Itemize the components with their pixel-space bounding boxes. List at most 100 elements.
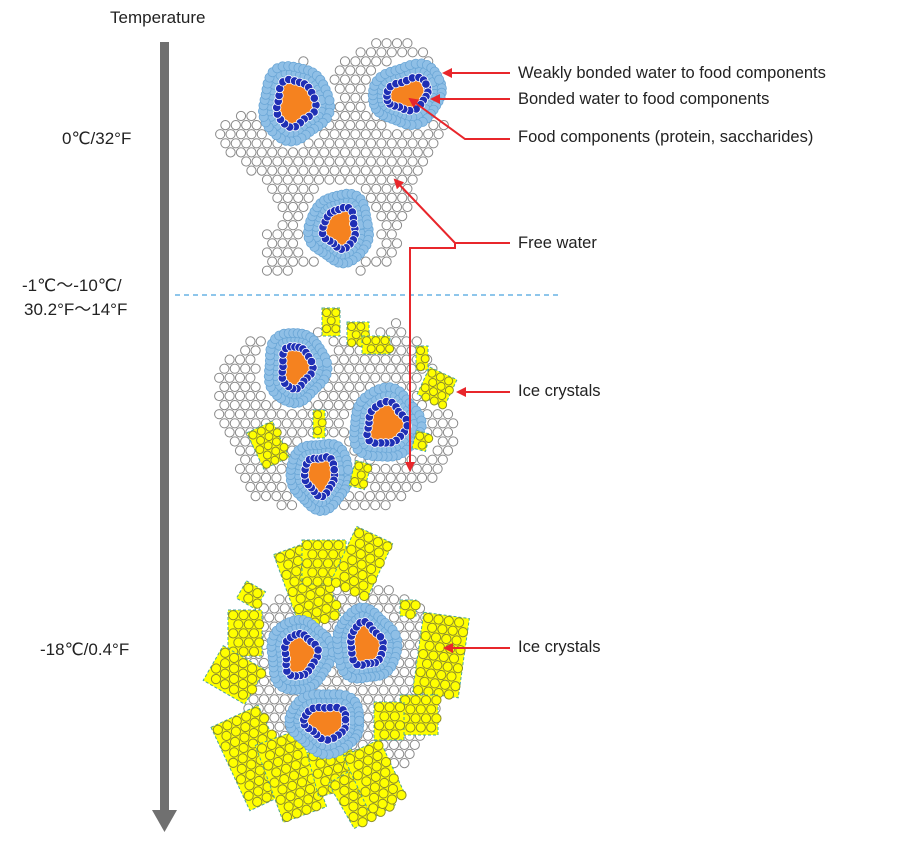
free-water-molecule: [276, 481, 287, 493]
ice-crystal-molecule: [426, 622, 438, 633]
ice-crystal-molecule: [228, 663, 240, 674]
ice-crystal-molecule: [263, 441, 273, 451]
ice-crystal-molecule: [287, 780, 298, 791]
ice-crystal-molecule: [272, 428, 282, 438]
free-water-molecule: [345, 174, 356, 185]
free-water-molecule: [339, 165, 351, 176]
free-water-molecule: [308, 183, 319, 194]
free-water-molecule: [293, 211, 304, 222]
free-water-molecule: [251, 156, 262, 167]
free-water-molecule: [240, 363, 251, 374]
bonded-water-molecule: [375, 632, 386, 642]
ice-crystal-molecule: [241, 711, 252, 722]
free-water-molecule: [370, 372, 381, 383]
ice-crystal-molecule: [246, 673, 258, 684]
ice-crystal-molecule: [356, 559, 367, 570]
free-water-molecule: [246, 165, 257, 176]
free-water-molecule: [417, 156, 429, 167]
free-water-molecule: [386, 138, 397, 149]
free-water-molecule: [220, 120, 231, 131]
ice-crystal-molecule: [240, 721, 251, 733]
free-water-molecule: [407, 47, 418, 58]
free-water-molecule: [313, 138, 325, 149]
ice-crystal-molecule: [347, 338, 357, 348]
free-water-molecule: [350, 74, 361, 85]
free-water-molecule: [349, 390, 360, 402]
free-water-molecule: [339, 92, 351, 103]
ice-crystal-molecule: [252, 598, 263, 609]
free-water-molecule: [274, 703, 285, 714]
free-water-molecule: [354, 491, 365, 502]
ice-crystal-molecule: [237, 679, 249, 690]
ice-crystal-molecule: [219, 668, 231, 679]
ice-crystal-molecule: [330, 780, 341, 791]
ice-crystal: [342, 738, 407, 814]
free-water-molecule: [390, 354, 402, 365]
ice-crystal-molecule: [281, 569, 292, 580]
free-water-molecule: [380, 463, 391, 474]
ice-crystal: [411, 429, 434, 453]
free-water-molecule: [319, 165, 330, 176]
ice-crystal-molecule: [271, 446, 281, 456]
free-water-molecule: [407, 174, 418, 185]
free-water-molecule: [345, 120, 356, 131]
free-water-molecule: [225, 147, 236, 158]
ice-crystal: [415, 345, 430, 372]
ice-crystal-molecule: [426, 722, 437, 733]
free-water-molecule: [376, 211, 387, 222]
free-water-molecule: [380, 481, 391, 493]
ice-crystal-molecule: [323, 593, 334, 604]
free-water-molecule: [376, 120, 387, 131]
free-water-molecule: [362, 712, 374, 723]
protein-cluster: [285, 438, 354, 516]
free-water-molecule: [234, 372, 246, 383]
temp-label-minus1-line1: -1℃～-10℃/: [22, 276, 122, 295]
free-water-molecule: [219, 400, 230, 411]
free-water-molecule: [258, 694, 270, 705]
free-water-molecule: [391, 238, 403, 249]
ice-crystal-molecule: [301, 804, 312, 815]
ice-crystal-molecule: [443, 615, 454, 627]
ice-crystal: [373, 701, 406, 741]
label-food-components: Food components (protein, saccharides): [518, 128, 814, 146]
free-water-molecule: [391, 220, 403, 231]
ice-crystal-molecule: [302, 576, 313, 587]
free-water-molecule: [390, 481, 402, 493]
ice-crystal-molecule: [340, 582, 351, 593]
ice-crystal-molecule: [358, 580, 369, 591]
free-water-molecule: [350, 129, 361, 140]
ice-crystal-molecule: [259, 713, 270, 724]
free-water-molecule: [404, 639, 415, 650]
free-water-molecule: [386, 174, 397, 185]
free-water-molecule: [344, 363, 355, 374]
ice-crystal-molecule: [276, 736, 287, 747]
free-water-molecule: [272, 174, 283, 185]
temp-label-0c: 0℃/32°F: [62, 129, 132, 148]
free-water-molecule: [345, 65, 356, 76]
ice-crystal-molecule: [271, 437, 281, 447]
free-water-molecule: [365, 192, 377, 203]
free-water-molecule: [381, 183, 392, 194]
free-water-molecule: [245, 390, 256, 402]
free-water-molecule: [422, 463, 433, 474]
ice-crystal-molecule: [363, 744, 375, 756]
ice-crystal-molecule: [363, 463, 373, 473]
free-water-molecule: [250, 345, 261, 356]
ice-crystal-molecule: [418, 649, 429, 660]
ice-crystal-molecule: [256, 435, 266, 445]
free-water-molecule: [381, 56, 392, 67]
ice-crystal-molecule: [436, 381, 446, 391]
free-water-molecule: [277, 183, 288, 194]
free-water-molecule: [376, 156, 387, 167]
ice-crystal-molecule: [365, 563, 377, 575]
ice-crystal-molecule: [347, 322, 357, 332]
ice-crystal-molecule: [219, 658, 231, 669]
free-water-molecule: [339, 129, 351, 140]
free-water-molecule: [404, 676, 415, 687]
ice-crystal-molecule: [430, 632, 442, 643]
ice-crystal-molecule: [277, 784, 288, 795]
free-water-molecule: [406, 345, 417, 356]
ice-crystal-molecule: [313, 410, 323, 420]
bonded-water-molecule: [349, 219, 359, 229]
ice-crystal-molecule: [317, 549, 328, 560]
